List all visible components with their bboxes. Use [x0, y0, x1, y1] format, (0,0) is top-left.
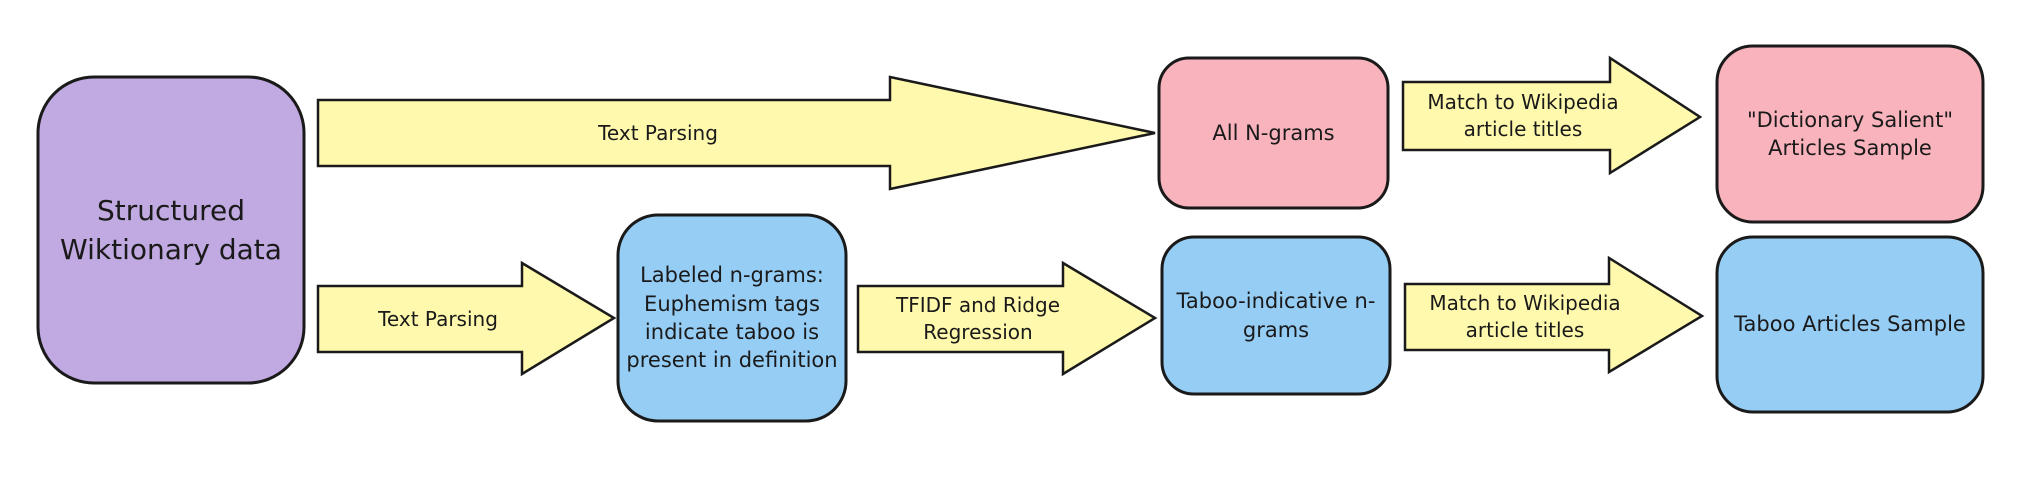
node-all-ngrams-label: All N-grams: [1212, 120, 1335, 145]
arrow-bottom-tfidf-label: TFIDF and Ridge Regression: [895, 293, 1060, 344]
arrow-bottom-text-parsing: [316, 260, 617, 377]
arrow-top-match-wikipedia: [1401, 55, 1703, 176]
node-labeled-ngrams-label: Labeled n-grams: Euphemism tags indicate…: [626, 263, 838, 373]
arrow-top-text-parsing: [316, 75, 1156, 191]
node-taboo-articles-label: Taboo Articles Sample: [1734, 312, 1966, 337]
node-source-label: Structured Wiktionary data: [60, 193, 282, 266]
node-taboo-indicative-label: Taboo-indicative n- grams: [1176, 289, 1376, 342]
node-taboo-articles-box: [1715, 235, 1985, 414]
node-taboo-indicative-box: [1160, 235, 1392, 396]
arrow-bottom-match-wikipedia: [1403, 255, 1705, 375]
arrow-bottom-match-label: Match to Wikipedia article titles: [1429, 291, 1621, 342]
arrow-top-parse-label: Text Parsing: [598, 120, 718, 145]
node-labeled-ngrams-box: [616, 213, 848, 423]
arrow-top-match-label: Match to Wikipedia article titles: [1427, 90, 1619, 141]
node-dictionary-salient-box: [1715, 44, 1985, 224]
node-all-ngrams-box: [1157, 56, 1390, 210]
arrow-bottom-parse-label: Text Parsing: [378, 306, 498, 331]
node-source-box: [36, 75, 306, 385]
node-dictionary-salient-label: "Dictionary Salient" Articles Sample: [1746, 107, 1954, 160]
arrow-bottom-tfidf: [856, 260, 1158, 377]
